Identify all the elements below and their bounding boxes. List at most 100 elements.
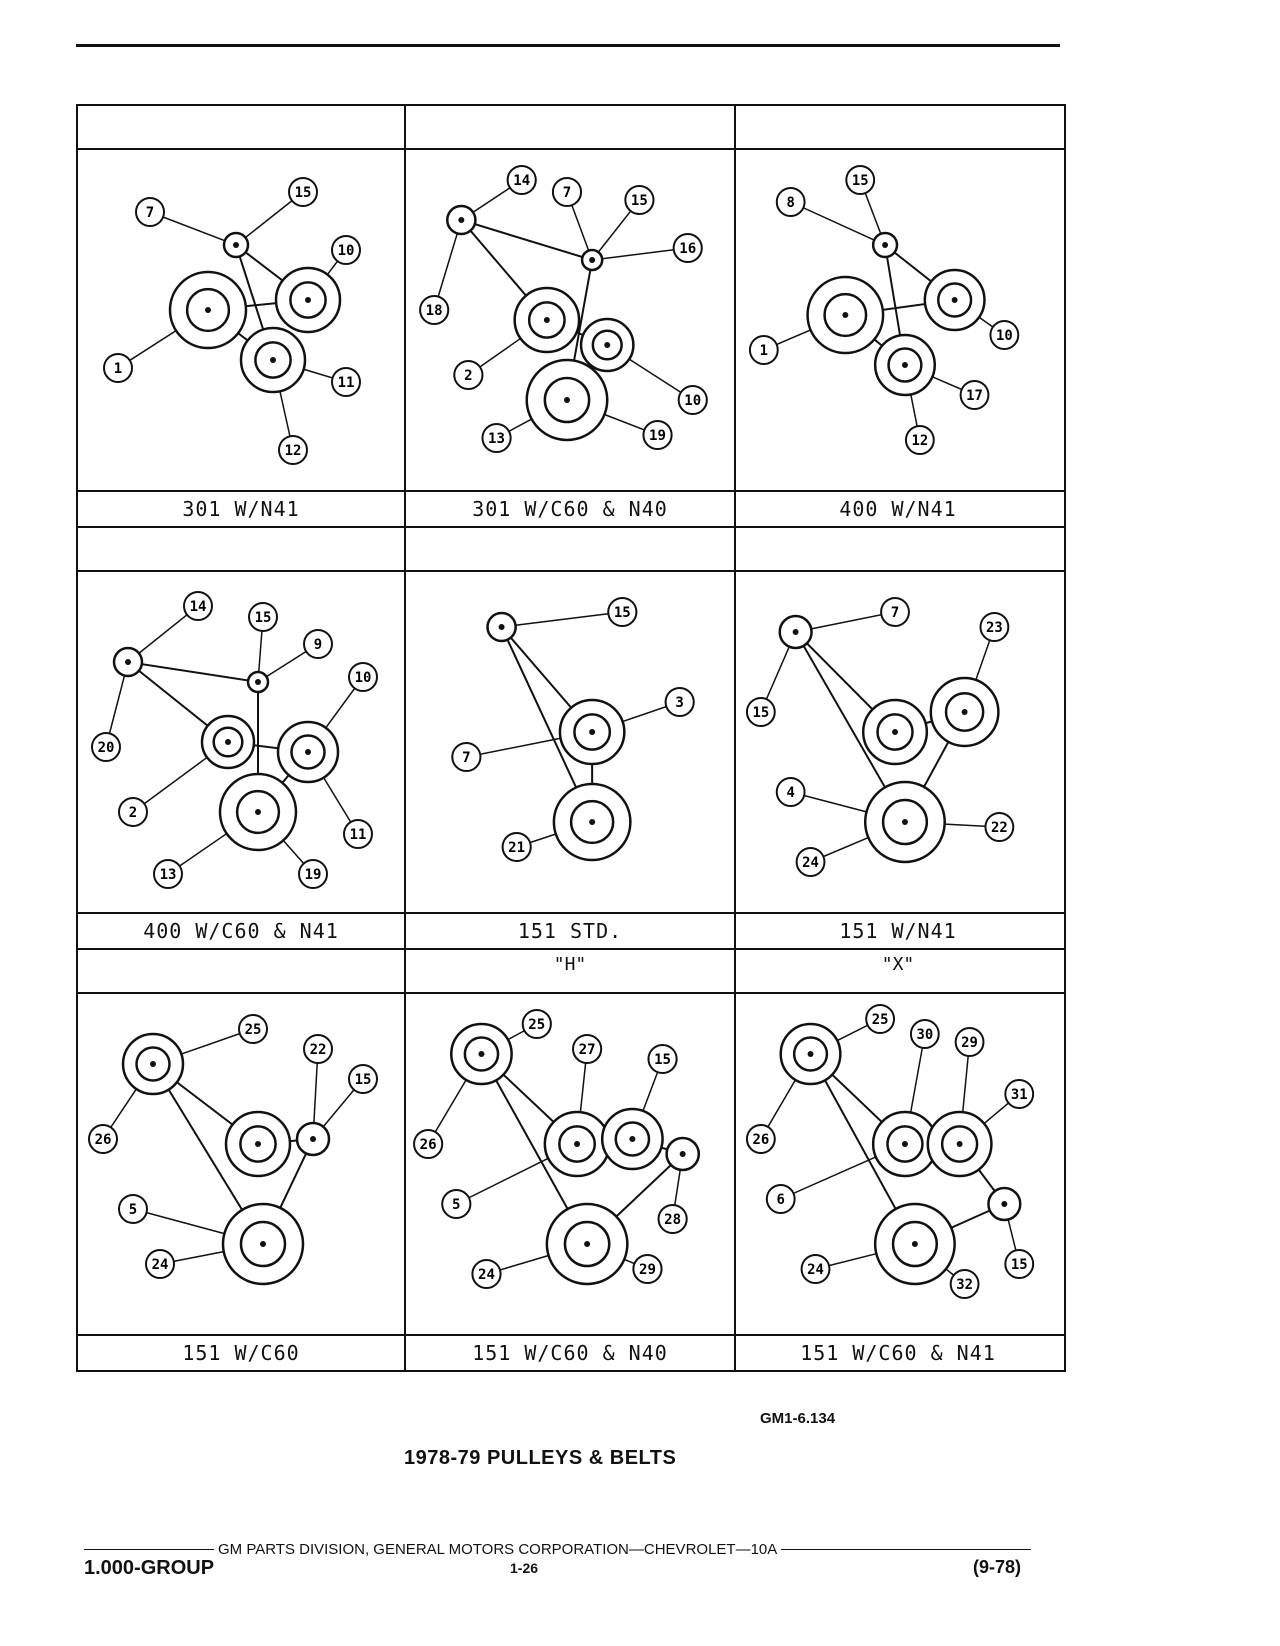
callout-bubble — [441, 1189, 472, 1219]
callout-number: 23 — [986, 620, 1003, 636]
callout-leader-line — [132, 756, 208, 813]
pulley-center — [584, 1241, 591, 1247]
diagram-caption: 400 W/C60 & N41 — [78, 914, 406, 948]
callout-bubble — [775, 187, 806, 217]
page-title: 1978-79 PULLEYS & BELTS — [404, 1447, 677, 1469]
pulley-center — [604, 342, 611, 348]
callout-bubble — [765, 1184, 796, 1214]
callout-bubble — [288, 177, 318, 207]
pulley-center — [882, 242, 889, 248]
callout-number: 11 — [350, 827, 367, 843]
callout-number: 16 — [679, 241, 696, 257]
callout-bubble — [672, 233, 703, 263]
callout-bubble — [909, 1019, 940, 1049]
row-2-captions: 400 W/C60 & N41 151 STD. 151 W/N41 — [78, 914, 1064, 950]
drive-belt — [500, 626, 594, 823]
top-rule — [76, 44, 1060, 47]
row-1-captions: 301 W/N41 301 W/C60 & N40 400 W/N41 — [78, 492, 1064, 528]
callout-bubble — [865, 1004, 896, 1034]
callout-number: 24 — [152, 1257, 169, 1273]
pulley-center — [233, 242, 239, 248]
callout-bubble — [248, 602, 278, 632]
callout-number: 7 — [462, 750, 470, 766]
callout-number: 32 — [956, 1277, 973, 1293]
callout-number: 25 — [245, 1022, 262, 1038]
callout-number: 19 — [649, 428, 666, 444]
pulley-center — [901, 362, 908, 368]
callout-number: 15 — [654, 1052, 671, 1068]
callout-number: 24 — [478, 1267, 495, 1283]
callout-bubble — [745, 697, 776, 727]
diagram-caption: 151 W/C60 & N40 — [406, 1336, 736, 1370]
callout-number: 15 — [631, 193, 648, 209]
callout-number: 24 — [802, 855, 819, 871]
callout-number: 29 — [961, 1035, 978, 1051]
callout-number: 20 — [98, 740, 115, 756]
header-cell — [78, 528, 406, 570]
pulley-center — [911, 1241, 918, 1247]
callout-leader-line — [132, 1208, 225, 1235]
callout-bubble — [303, 629, 333, 659]
row-3-captions: 151 W/C60 151 W/C60 & N40 151 W/C60 & N4… — [78, 1336, 1064, 1370]
header-cell: "X" — [881, 954, 915, 975]
callout-leader-line — [455, 1157, 549, 1205]
callout-number: 14 — [190, 599, 207, 615]
callout-leader-line — [780, 1156, 877, 1200]
callout-bubble — [1004, 1249, 1035, 1279]
pulley-center — [255, 679, 261, 685]
pulley-center — [574, 1141, 581, 1147]
callout-bubble — [298, 859, 328, 889]
callout-number: 10 — [684, 393, 701, 409]
callout-number: 19 — [305, 867, 322, 883]
callout-number: 22 — [991, 820, 1008, 836]
callout-bubble — [677, 385, 708, 415]
callout-bubble — [979, 612, 1010, 642]
callout-bubble — [521, 1009, 552, 1039]
callout-bubble — [419, 295, 450, 325]
callout-bubble — [183, 591, 213, 621]
callout-number: 26 — [420, 1137, 437, 1153]
callout-number: 2 — [464, 368, 472, 384]
callout-bubble — [880, 597, 910, 627]
revision-date: (9-78) — [973, 1557, 1022, 1577]
callout-number: 27 — [579, 1042, 596, 1058]
callout-number: 14 — [513, 173, 530, 189]
callout-number: 10 — [996, 328, 1013, 344]
callout-leader-line — [790, 201, 875, 241]
callout-number: 25 — [872, 1012, 889, 1028]
callout-number: 26 — [95, 1132, 112, 1148]
diagram-caption: 301 W/C60 & N40 — [406, 492, 736, 526]
pulley-center — [498, 624, 505, 630]
callout-bubble — [647, 1044, 678, 1074]
pulley-center — [807, 1051, 814, 1057]
pulley-center — [255, 1141, 261, 1147]
callout-number: 10 — [338, 243, 355, 259]
callout-bubble — [607, 597, 638, 627]
pulley-center — [255, 809, 261, 815]
callout-number: 18 — [426, 303, 443, 319]
callout-number: 5 — [452, 1197, 460, 1213]
callout-bubble — [642, 420, 673, 450]
callout-bubble — [775, 777, 806, 807]
callout-bubble — [1004, 1079, 1035, 1109]
footer-rule-right — [781, 1548, 1031, 1551]
pulley-center — [310, 1136, 316, 1142]
pulley-center — [961, 709, 968, 715]
callout-number: 21 — [508, 840, 525, 856]
pulley-center — [305, 749, 311, 755]
pulley-center — [901, 1141, 908, 1147]
callout-number: 8 — [786, 195, 794, 211]
callout-bubble — [624, 185, 655, 215]
callout-number: 15 — [614, 605, 631, 621]
header-cell — [78, 106, 406, 148]
pulley-center — [270, 357, 276, 363]
callout-bubble — [348, 662, 378, 692]
